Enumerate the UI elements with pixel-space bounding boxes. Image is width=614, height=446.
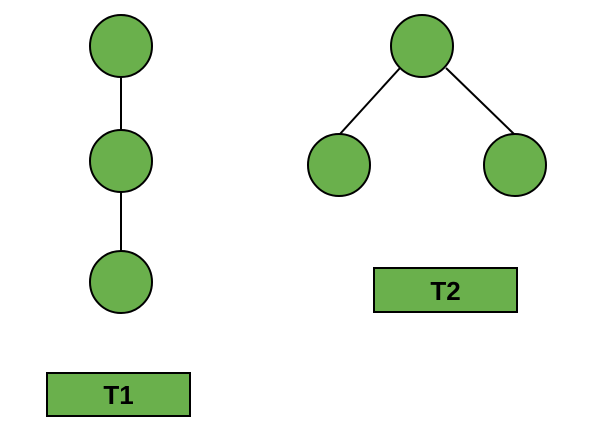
tree-t1: T1 xyxy=(46,14,191,417)
t2-edge-root-right xyxy=(445,67,515,135)
t2-node-root xyxy=(390,14,454,78)
t2-node-right xyxy=(483,133,547,197)
t1-label: T1 xyxy=(103,380,133,410)
t2-label-background xyxy=(373,267,518,313)
t2-label-box: T2 xyxy=(373,267,518,313)
t2-edge-root-left xyxy=(339,67,401,135)
tree-t2: T2 xyxy=(307,14,547,313)
t1-node-top xyxy=(89,14,153,78)
t2-node-left xyxy=(307,133,371,197)
t2-label: T2 xyxy=(430,276,460,306)
t1-label-background xyxy=(46,372,191,417)
t1-node-bottom xyxy=(89,250,153,314)
t1-label-box: T1 xyxy=(46,372,191,417)
t1-node-middle xyxy=(89,129,153,193)
